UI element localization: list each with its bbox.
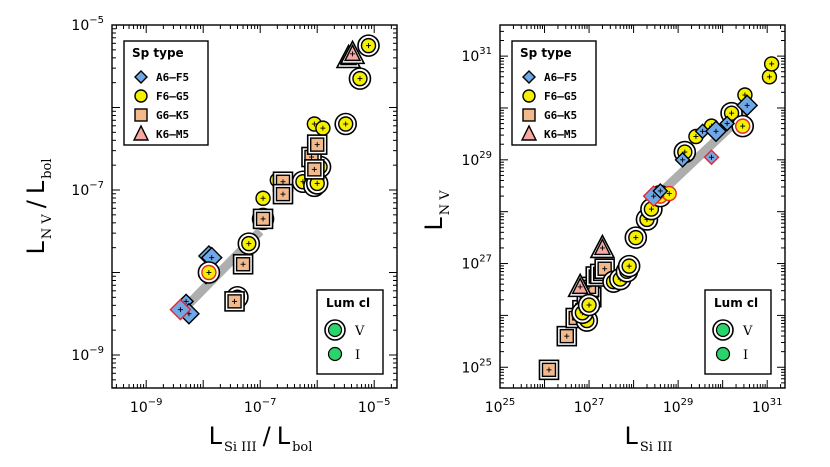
legend-label: G6–K5	[544, 109, 577, 122]
data-point-circle	[357, 34, 380, 57]
x-tick-label: 10−9	[130, 397, 163, 416]
data-point-square	[272, 183, 294, 205]
data-point-circle	[640, 197, 663, 221]
y-tick-label: 1029	[461, 150, 492, 169]
legend-label: V	[742, 324, 753, 339]
x-tick-label: 10−5	[358, 397, 391, 416]
data-point-square	[252, 208, 274, 230]
legend-marker-diamond	[522, 70, 536, 84]
data-point-circle	[731, 114, 754, 138]
legend-marker-triangle	[520, 124, 538, 141]
data-point-circle	[237, 232, 261, 255]
legend-marker-circle	[715, 322, 731, 338]
legend-marker-circle	[327, 322, 343, 338]
legend-marker-circle	[327, 346, 343, 362]
legend-marker-square	[522, 108, 536, 122]
legend-title: Sp type	[132, 46, 184, 60]
data-point-diamond	[694, 123, 711, 140]
y-axis-label: LN V	[420, 190, 453, 231]
y-axis-label: LN V/Lbol	[22, 158, 55, 254]
legend-marker-diamond	[134, 70, 148, 84]
legend-label: G6–K5	[156, 109, 189, 122]
legend-lum-class: Lum cl VI	[316, 289, 384, 375]
data-point-diamond	[704, 120, 727, 143]
x-tick-label: 1031	[752, 397, 783, 416]
legend-label: A6–F5	[156, 71, 189, 84]
data-point-circle	[761, 69, 778, 85]
data-point-square	[224, 291, 245, 312]
legend-label: K6–M5	[544, 128, 577, 141]
y-tick-label: 10−9	[71, 345, 104, 364]
data-point-circle	[617, 254, 641, 278]
legend-marker-circle	[522, 89, 536, 103]
legend-title: Lum cl	[326, 296, 370, 310]
legend-label: F6–G5	[156, 90, 189, 103]
data-point-diamond	[652, 182, 669, 199]
data-point-triangle	[567, 272, 593, 298]
legend-label: V	[354, 324, 365, 339]
x-tick-label: 10−7	[244, 397, 277, 416]
legend-marker-triangle	[132, 124, 150, 141]
data-point-diamond	[169, 298, 192, 321]
data-point-diamond	[674, 151, 691, 168]
legend-lum-class: Lum cl VI	[704, 289, 772, 375]
data-point-circle	[197, 261, 221, 284]
legend-label: I	[743, 348, 748, 363]
data-point-square	[556, 325, 578, 347]
y-tick-label: 1025	[461, 357, 492, 376]
data-point-diamond	[719, 115, 736, 132]
legend-label: F6–G5	[544, 90, 577, 103]
data-point-circle	[577, 293, 601, 317]
x-tick-label: 1029	[663, 397, 694, 416]
data-point-square	[538, 359, 560, 381]
x-tick-label: 1025	[485, 397, 516, 416]
data-point-triangle	[589, 233, 616, 259]
x-tick-label: 1027	[574, 397, 605, 416]
legend-marker-circle	[134, 89, 148, 103]
data-point-circle	[763, 56, 780, 72]
legend-title: Sp type	[520, 46, 572, 60]
data-point-circle	[255, 190, 271, 206]
y-tick-label: 10−5	[71, 15, 104, 34]
y-tick-label: 10−7	[71, 180, 104, 199]
legend-marker-circle	[715, 346, 731, 362]
data-point-square	[232, 253, 254, 275]
y-tick-label: 1031	[461, 46, 492, 65]
y-tick-label: 1027	[461, 254, 492, 273]
data-point-square	[306, 134, 328, 155]
legend-label: A6–F5	[544, 71, 577, 84]
plot-frame	[499, 24, 786, 389]
data-point-circle	[624, 226, 648, 249]
data-point-square	[304, 159, 325, 180]
data-point-diamond	[736, 94, 759, 117]
data-point-circle	[348, 67, 372, 90]
data-point-circle	[334, 112, 358, 136]
legend-title: Lum cl	[714, 296, 758, 310]
data-point-circle	[315, 120, 331, 136]
legend-marker-square	[134, 108, 148, 122]
legend-label: I	[355, 348, 360, 363]
data-point-triangle	[339, 39, 366, 65]
legend-label: K6–M5	[156, 128, 189, 141]
data-point-diamond	[703, 149, 720, 166]
